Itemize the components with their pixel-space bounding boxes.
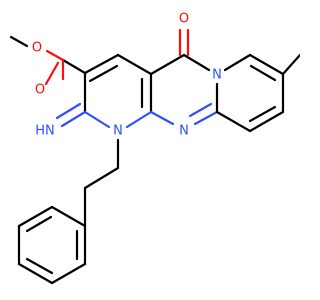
bond-ring-a-2-inner: [88, 64, 119, 83]
bond-ring-b-5: [149, 110, 175, 126]
bond-ring-c-4: [248, 110, 285, 133]
bond-ring-a-6: [83, 110, 111, 129]
atom-ester-o-double: O: [35, 83, 45, 98]
bond-ring-c-2: [248, 53, 285, 76]
bond-ring-b-4: [193, 110, 219, 126]
bond-ring-a-3: [116, 53, 153, 76]
bond-methyl-o: [9, 35, 29, 48]
atom-imine-n: HN: [35, 124, 55, 139]
bond-phenyl-1: [50, 205, 87, 228]
molecule-structure: O O O HN N N N: [9, 12, 300, 285]
atom-ring-n-top: N: [212, 68, 222, 83]
atom-ketone-o: O: [179, 12, 189, 27]
bond-ring-b-1: [149, 53, 186, 76]
atom-ring-n-middle: N: [179, 124, 189, 139]
molecule-canvas: O O O HN N N N: [9, 11, 300, 285]
bond-ring-c-methyl: [281, 53, 300, 76]
bond-ester-c-o-double-b: [44, 61, 60, 86]
bond-o-carbonyl-c: [45, 49, 65, 62]
bond-ring-b-2: [182, 53, 211, 72]
bond-imine-b: [55, 102, 82, 120]
bond-ring-b-4-inner: [188, 102, 213, 118]
bond-phenyl-5: [50, 262, 87, 285]
bond-ring-c-1: [223, 53, 252, 72]
bond-ring-c-4-inner: [248, 105, 277, 123]
bond-ring-c-2-inner: [249, 64, 277, 82]
bond-imine-a: [60, 110, 87, 128]
bond-chain-2: [83, 166, 120, 190]
bond-ring-a-5: [125, 110, 153, 129]
bond-phenyl-2: [17, 205, 54, 228]
bond-ester-c-ring: [61, 58, 87, 75]
bond-phenyl-4: [17, 262, 54, 285]
bond-phenyl-2-inner: [25, 215, 53, 233]
atom-ester-o-single: O: [32, 41, 42, 56]
bond-ring-c-5: [215, 110, 252, 133]
bond-ring-a-2: [83, 53, 120, 75]
atom-ring-n-bottom: N: [113, 124, 123, 139]
bond-phenyl-4-inner: [25, 257, 54, 275]
